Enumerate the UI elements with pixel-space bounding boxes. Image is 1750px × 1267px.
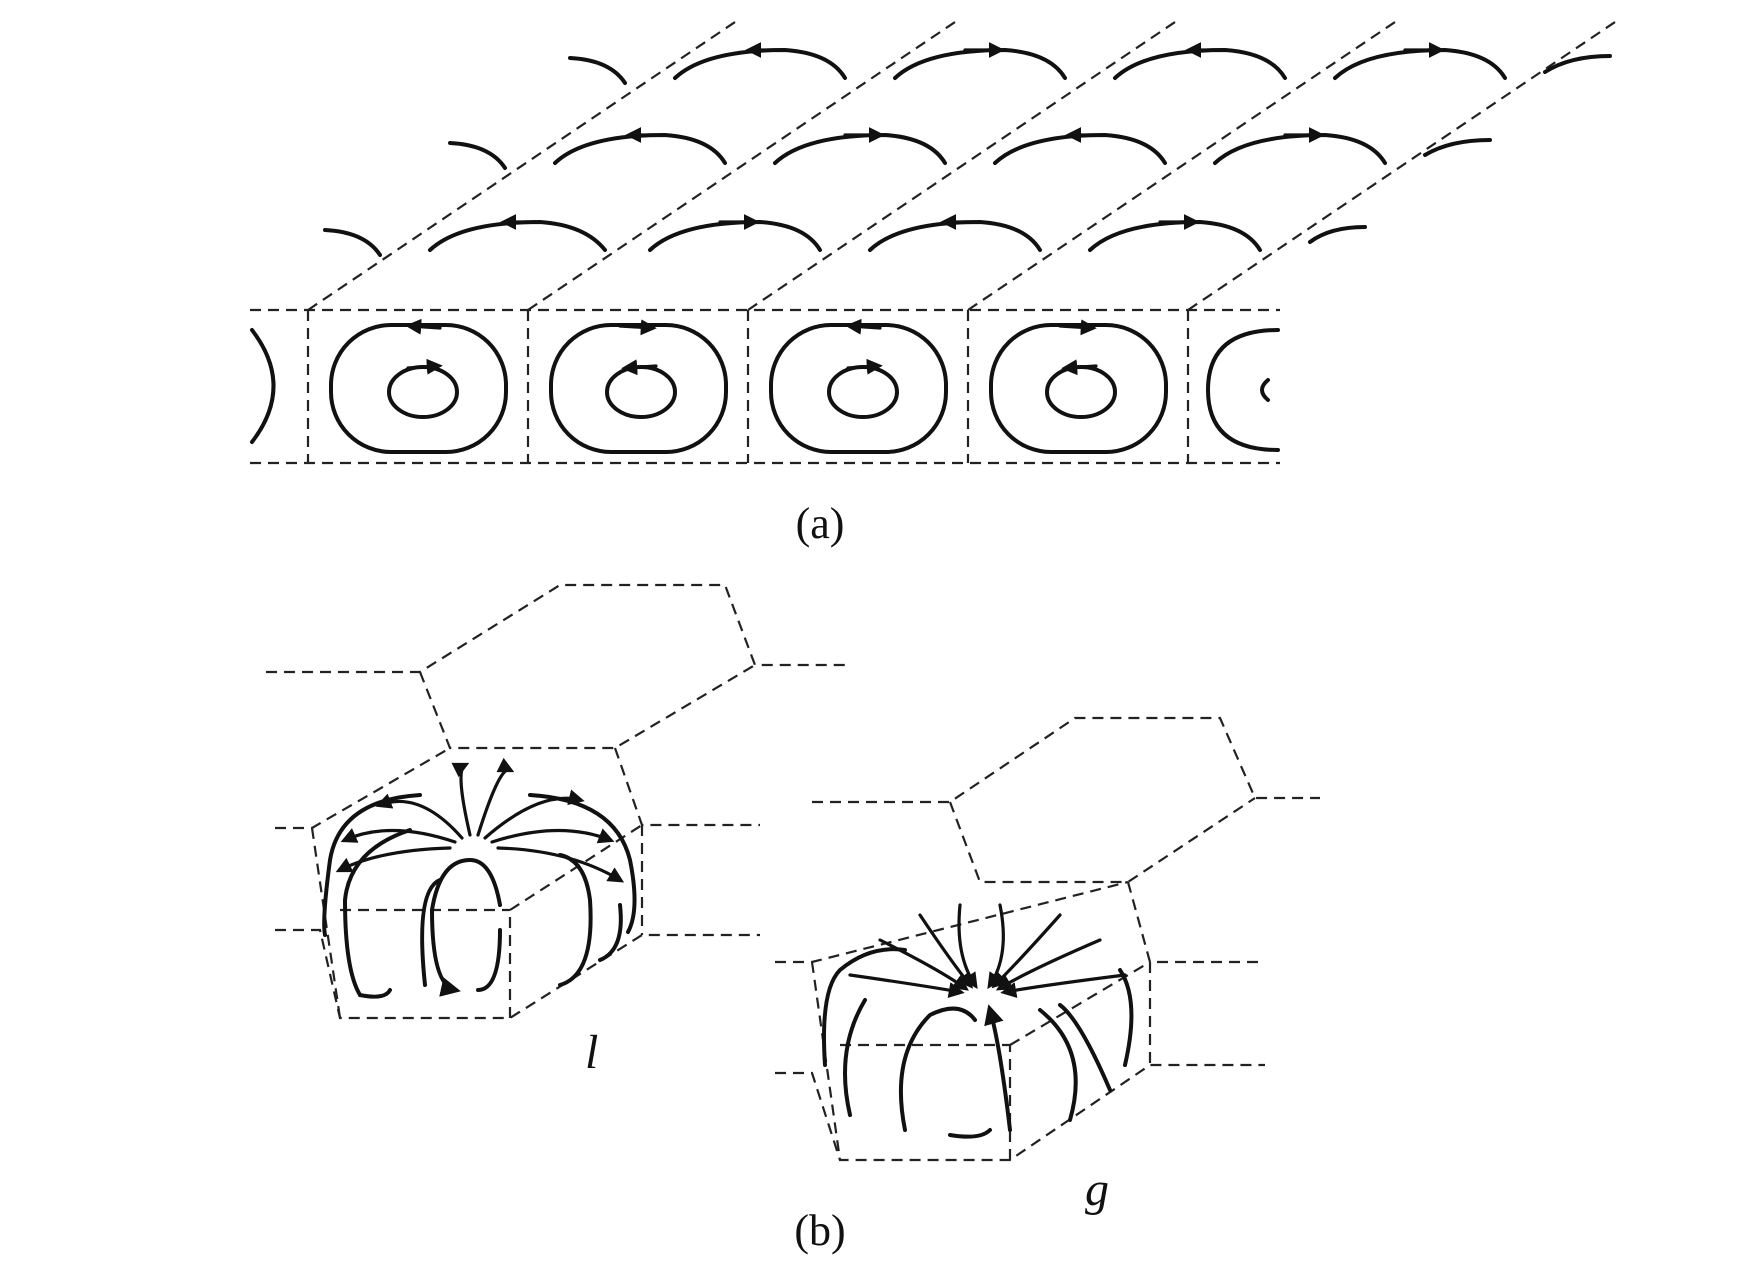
panel-a-roll-circulations [250,318,1280,454]
cell-g-flow-lines [822,903,1134,1139]
cell-l-hexagon-outline [266,583,850,1020]
panel-b-caption: (b) [794,1206,845,1255]
cell-g-hexagon-outline [775,716,1320,1162]
panel-a-cell-grid [250,19,1619,465]
panel-b-cell-l: l [266,583,850,1079]
cell-l-flow-lines [322,757,637,999]
panel-a-top-flow-arcs [323,42,1612,257]
panel-a-roll-cells: (a) [250,19,1619,548]
panel-a-caption: (a) [796,499,845,548]
panel-b-hexagonal-cells: l [266,583,1320,1255]
cell-l-phase-label: l [585,1026,598,1079]
panel-b-cell-g: g [775,716,1320,1216]
cell-g-phase-label: g [1085,1163,1109,1216]
